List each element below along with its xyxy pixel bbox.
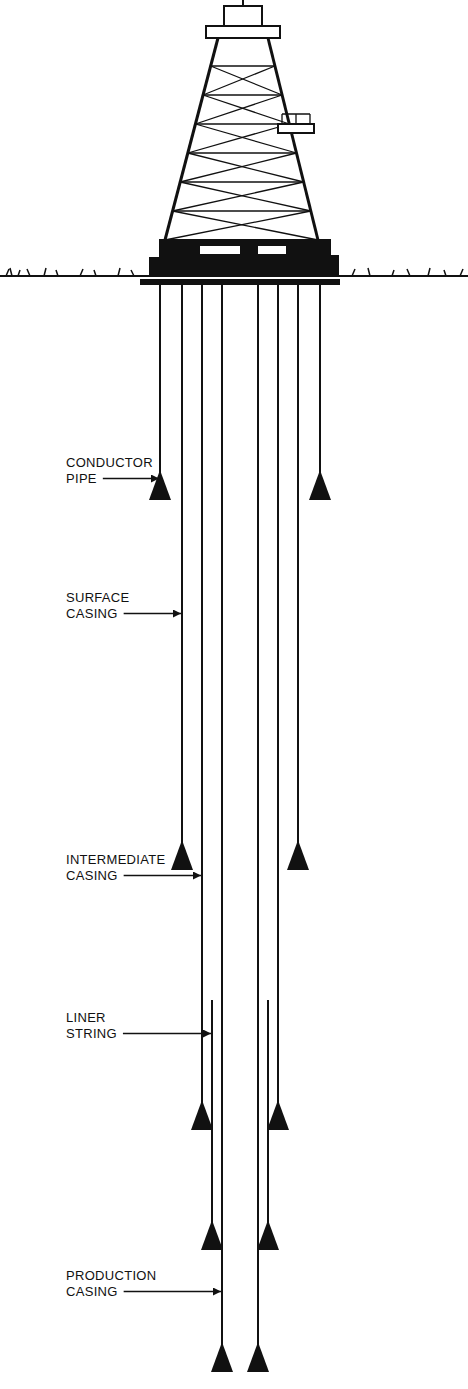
casing-label: CONDUCTOR PIPE [66,455,153,487]
casing-strings [149,285,331,1372]
leader-arrow [124,875,201,877]
casing-label: PRODUCTION CASING [66,1268,156,1300]
casing-label: SURFACE CASING [66,590,130,622]
leader-arrow [103,478,159,480]
casing-label: LINER STRING [66,1010,117,1042]
ground-line [0,268,468,285]
leader-arrow [123,1033,211,1035]
leader-arrow [124,1291,221,1293]
casing-label: INTERMEDIATE CASING [66,852,165,884]
drilling-derrick [150,0,338,276]
leader-arrow [124,613,181,615]
